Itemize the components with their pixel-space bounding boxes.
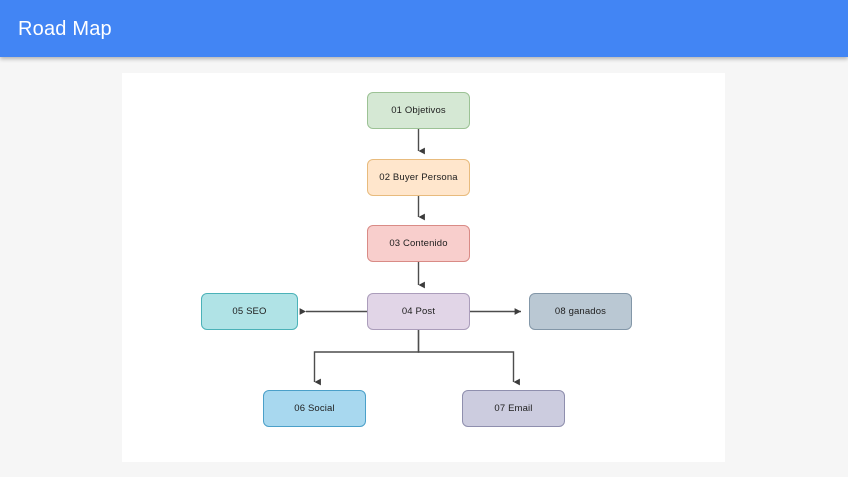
node-label: 08 ganados [554, 305, 607, 317]
node-label: 04 Post [401, 305, 436, 317]
page-title: Road Map [18, 18, 112, 40]
node-post[interactable]: 04 Post [367, 293, 470, 330]
flowchart-connectors [299, 129, 521, 386]
node-buyer-persona[interactable]: 02 Buyer Persona [367, 159, 470, 196]
edge-post-to-social [313, 330, 420, 386]
node-contenido[interactable]: 03 Contenido [367, 225, 470, 262]
node-label: 01 Objetivos [391, 104, 446, 116]
node-label: 03 Contenido [389, 237, 448, 249]
node-label: 07 Email [494, 402, 533, 414]
node-seo[interactable]: 05 SEO [201, 293, 298, 330]
app-header: Road Map [0, 0, 848, 57]
diagram-canvas[interactable]: 01 Objetivos 02 Buyer Persona 03 Conteni… [122, 73, 725, 462]
node-label: 02 Buyer Persona [379, 171, 458, 183]
edge-post-to-email [417, 330, 520, 386]
node-ganados[interactable]: 08 ganados [529, 293, 632, 330]
node-label: 05 SEO [232, 305, 267, 317]
node-label: 06 Social [294, 402, 335, 414]
node-email[interactable]: 07 Email [462, 390, 565, 427]
flowchart: 01 Objetivos 02 Buyer Persona 03 Conteni… [122, 73, 725, 462]
node-objetivos[interactable]: 01 Objetivos [367, 92, 470, 129]
node-social[interactable]: 06 Social [263, 390, 366, 427]
